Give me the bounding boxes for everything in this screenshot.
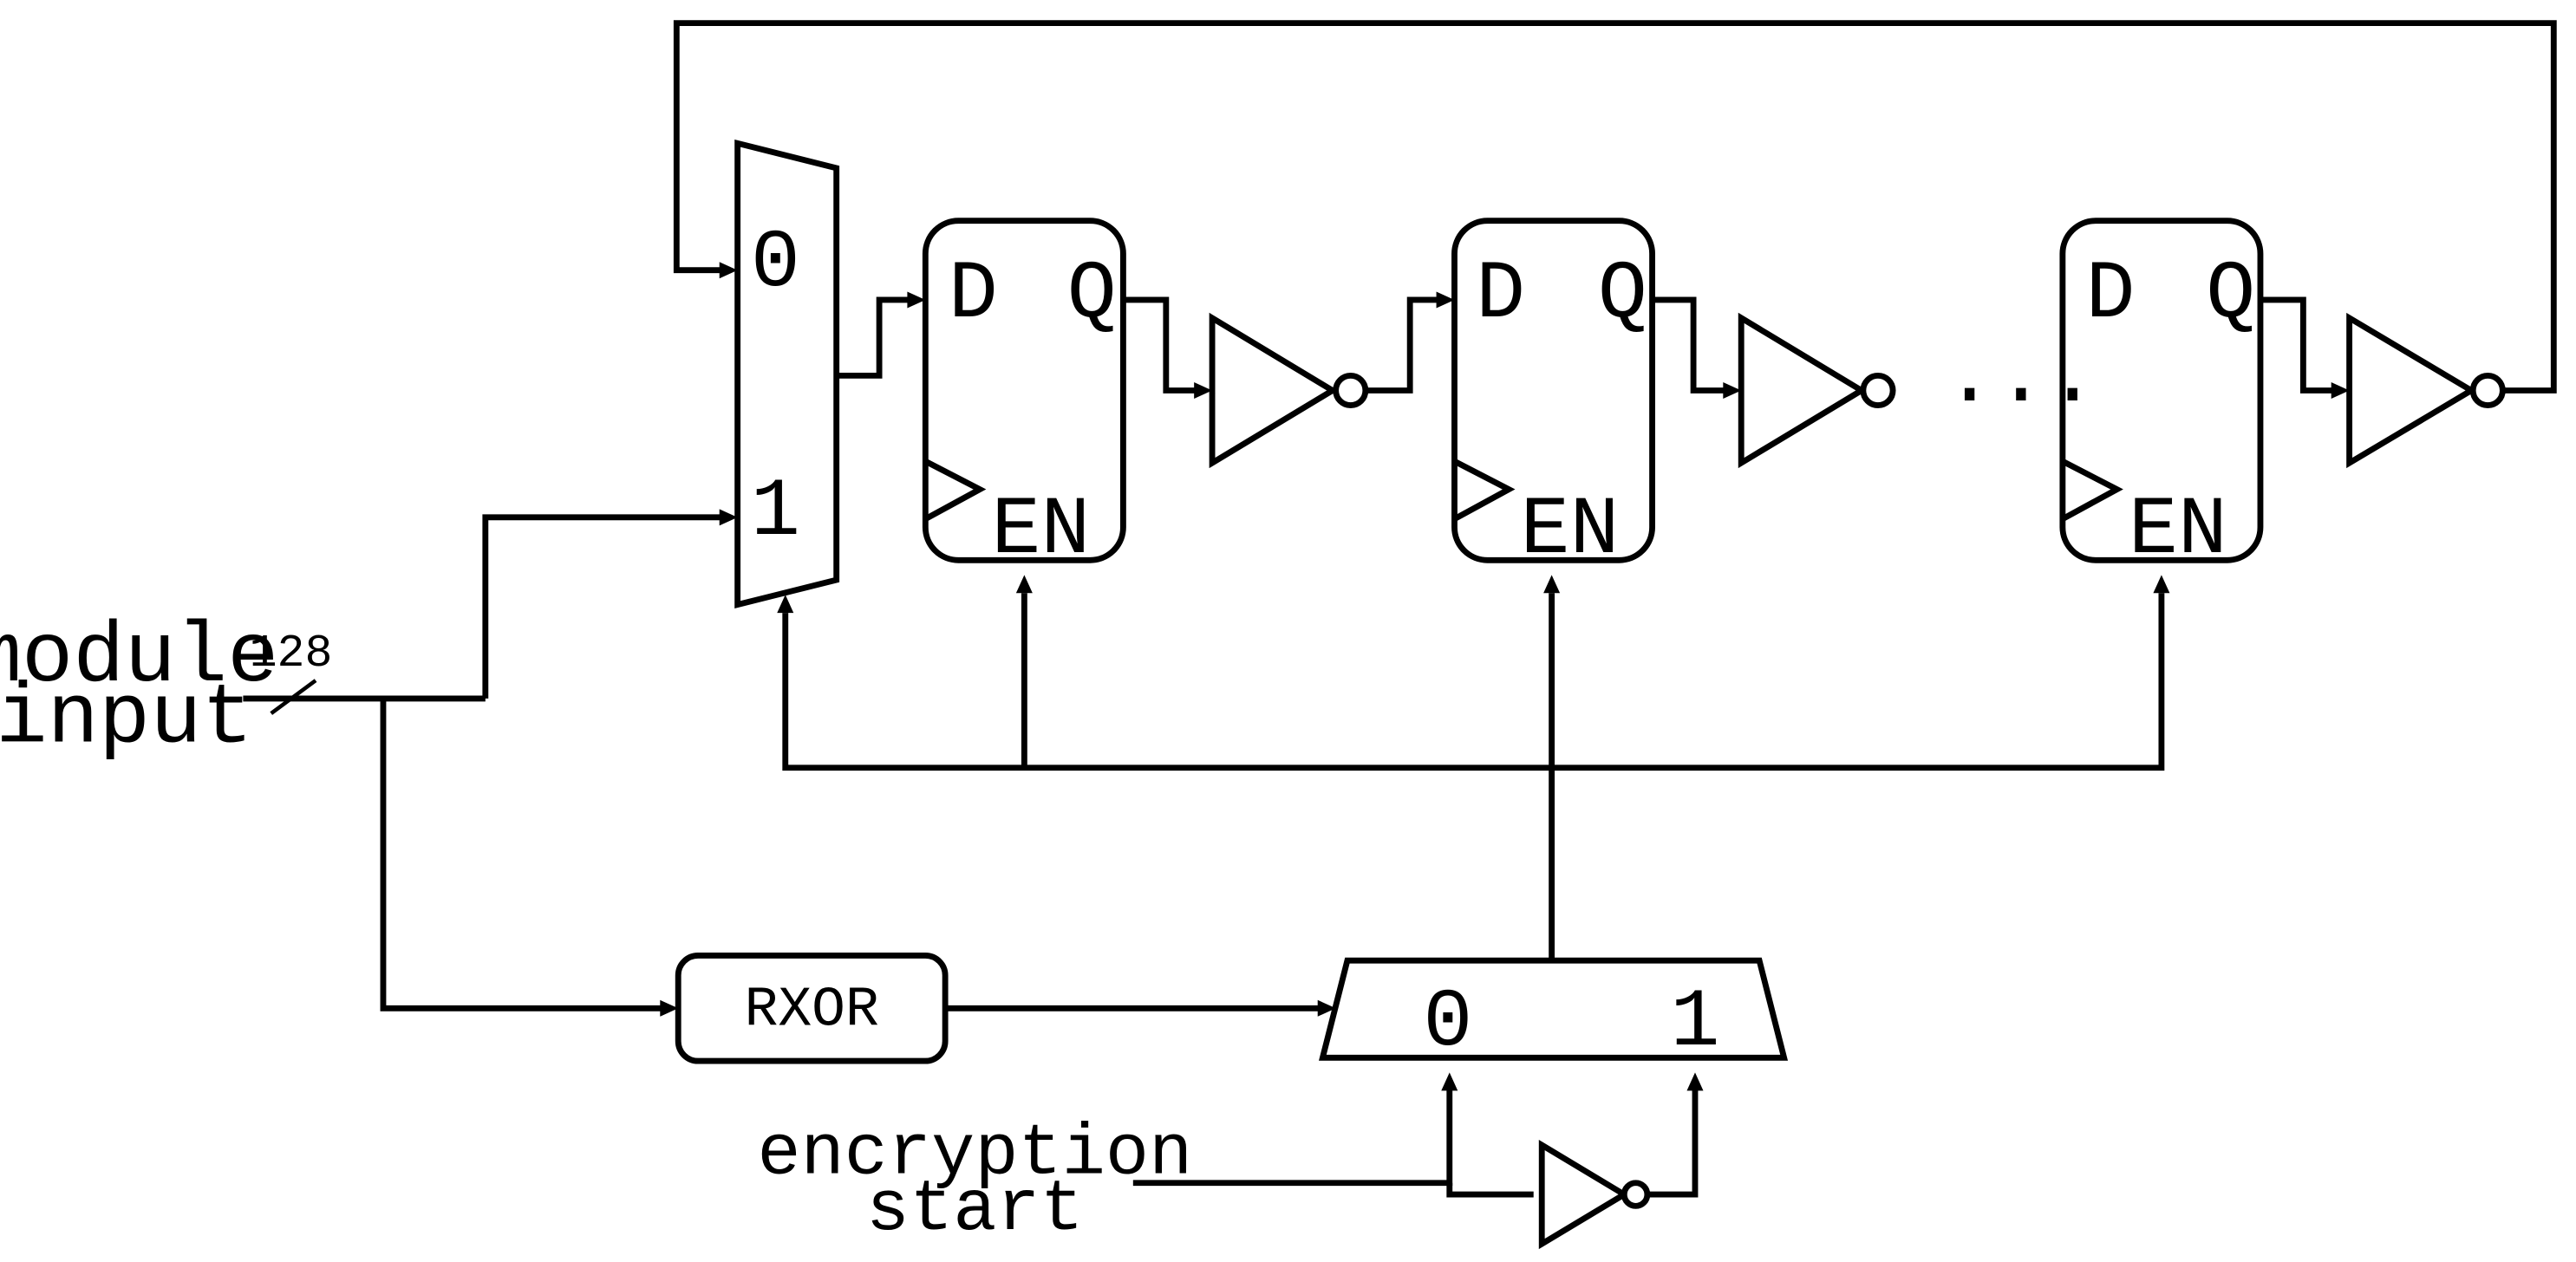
- arrowhead: [1194, 381, 1213, 399]
- ff1-q-label: Q: [1067, 248, 1117, 342]
- encryption-start-label-line2: start: [866, 1169, 1084, 1252]
- arrowhead: [1015, 575, 1033, 594]
- bus-slash: [270, 679, 317, 715]
- mux-input-0-label: 0: [751, 217, 800, 310]
- inv1-to-ff2-wire: [1366, 296, 1442, 394]
- clock-triangle: [1452, 459, 1516, 522]
- arrowhead: [660, 999, 679, 1017]
- inv4-to-mux-wire: [1647, 1087, 1699, 1198]
- encryption-start-label-line1: encryption: [757, 1113, 1192, 1195]
- ff2-d-label: D: [1476, 248, 1525, 342]
- inverter-4: [1538, 1140, 1651, 1250]
- arrowhead: [1543, 575, 1561, 594]
- bus-width-label: 128: [250, 628, 333, 680]
- ff1-to-inv1-wire: [1123, 296, 1199, 394]
- flip-flop-2: D Q EN: [1451, 218, 1655, 577]
- arrowhead: [777, 595, 794, 614]
- arrowheads: [660, 262, 2350, 1091]
- ff3-d-label: D: [2085, 248, 2135, 342]
- mux-to-ff1-wire: [836, 296, 913, 379]
- ff3-en-label: EN: [2129, 484, 2227, 577]
- module-input-to-rxor-wire: [380, 698, 666, 1012]
- arrowhead: [2331, 381, 2350, 399]
- ellipsis-label: ...: [1944, 329, 2098, 426]
- arrowhead: [719, 509, 738, 526]
- ff2-q-label: Q: [1598, 248, 1647, 342]
- inverter-2: [1738, 312, 1896, 469]
- mux-input-1-label: 1: [751, 465, 800, 559]
- ff1-en-label: EN: [991, 484, 1090, 577]
- arrowhead: [1441, 1072, 1458, 1091]
- encryption-start-to-inv-wire: [1446, 1182, 1534, 1198]
- inverter-1: [1209, 312, 1369, 469]
- arrowhead: [1317, 999, 1336, 1017]
- module-input-label-line1: module: [0, 609, 278, 706]
- mux2-input-0-label: 0: [1423, 976, 1472, 1070]
- wires: [243, 20, 2557, 1198]
- ff2-en-label: EN: [1521, 484, 1620, 577]
- arrowhead: [2153, 575, 2170, 594]
- arrowhead: [719, 262, 738, 279]
- module-input-label-line2: input: [0, 670, 253, 767]
- arrowhead: [1723, 381, 1742, 399]
- input-multiplexer: 0 1: [734, 139, 840, 608]
- inverter-3: [2346, 312, 2506, 469]
- enable-multiplexer: 0 1: [1319, 957, 1789, 1070]
- rxor-label: RXOR: [745, 979, 879, 1042]
- feedback-wire: [673, 20, 2557, 394]
- arrowhead: [1686, 1072, 1704, 1091]
- clock-triangle: [923, 459, 987, 522]
- enable-bus-wire: [782, 593, 2165, 771]
- module-input-to-mux-wire: [482, 514, 725, 699]
- rxor-block: RXOR: [675, 953, 949, 1064]
- mux2-input-1-label: 1: [1670, 976, 1719, 1070]
- arrowhead: [907, 291, 926, 309]
- ff1-d-label: D: [949, 248, 998, 342]
- clock-triangle: [2061, 459, 2123, 522]
- arrowhead: [1436, 291, 1455, 309]
- flip-flop-1: D Q EN: [922, 218, 1126, 577]
- ff3-to-inv3-wire: [2260, 296, 2337, 394]
- flip-flop-3: D Q EN: [2059, 218, 2264, 577]
- ff3-q-label: Q: [2206, 248, 2255, 342]
- ff2-to-inv2-wire: [1652, 296, 1729, 394]
